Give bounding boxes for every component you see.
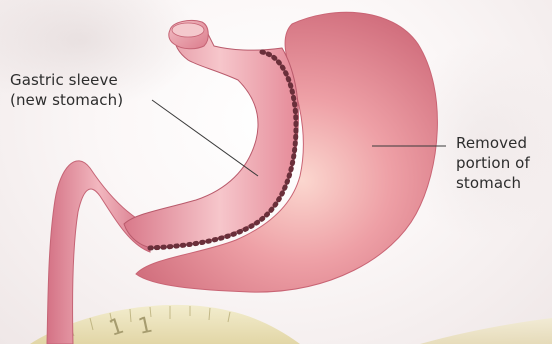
- sleeve-label-line2: (new stomach): [10, 90, 123, 110]
- removed-label-line2: portion of: [456, 153, 530, 173]
- measuring-tape: 1 1: [30, 305, 552, 344]
- esophagus-opening: [172, 23, 204, 37]
- removed-label: Removed portion of stomach: [456, 133, 530, 193]
- gastric-sleeve: [124, 27, 298, 248]
- removed-label-line1: Removed: [456, 133, 530, 153]
- sleeve-label: Gastric sleeve (new stomach): [10, 70, 123, 110]
- sleeve-label-line1: Gastric sleeve: [10, 70, 123, 90]
- removed-label-line3: stomach: [456, 173, 530, 193]
- sleeve-leader-line: [152, 100, 258, 176]
